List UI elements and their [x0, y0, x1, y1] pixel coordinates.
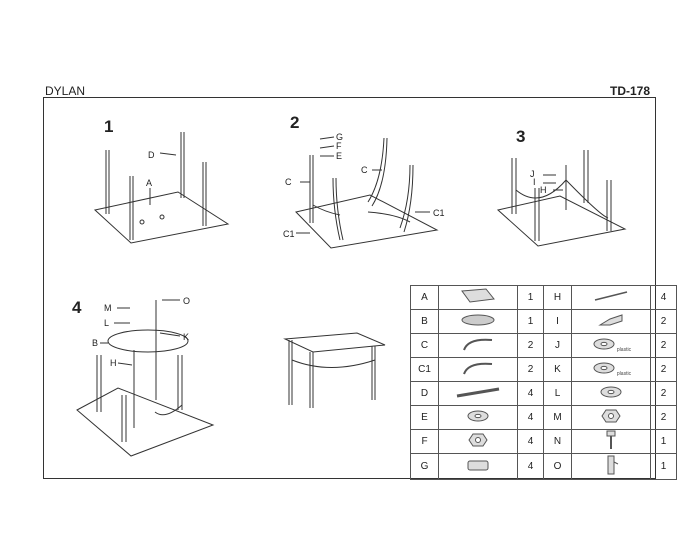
callout-label: F — [336, 141, 342, 151]
product-code: TD-178 — [609, 84, 650, 98]
part-note: plastic — [616, 371, 632, 377]
callout-label: C1 — [433, 208, 445, 218]
part-quantity: 1 — [650, 429, 677, 454]
callout-label: H — [110, 358, 117, 368]
nut-icon — [571, 405, 651, 430]
part-quantity: 4 — [517, 453, 544, 480]
part-letter: M — [543, 405, 572, 430]
callout-label: B — [92, 338, 98, 348]
step-1-diagram — [93, 132, 230, 244]
part-letter: K — [543, 357, 572, 382]
foot-cap-icon — [438, 453, 518, 480]
callout-label: O — [183, 296, 190, 306]
nut-icon — [438, 429, 518, 454]
part-letter: I — [543, 309, 572, 334]
part-letter: O — [543, 453, 572, 480]
callout-label: E — [336, 151, 342, 161]
step-2-diagram — [295, 136, 439, 249]
part-quantity: 4 — [517, 405, 544, 430]
shelf-icon — [438, 309, 518, 334]
step-number: 2 — [290, 113, 300, 132]
part-quantity: 1 — [517, 309, 544, 334]
part-quantity: 4 — [517, 381, 544, 406]
part-quantity: 1 — [517, 285, 544, 310]
callout-label: C1 — [283, 229, 295, 239]
connector-icon — [571, 309, 651, 334]
callout-label: A — [146, 178, 152, 188]
part-letter: C1 — [410, 357, 439, 382]
step-number: 3 — [516, 127, 526, 146]
part-letter: B — [410, 309, 439, 334]
part-quantity: 2 — [650, 333, 677, 358]
bolt-icon — [571, 429, 651, 454]
part-letter: C — [410, 333, 439, 358]
washer-icon: plastic — [571, 357, 651, 382]
part-letter: E — [410, 405, 439, 430]
rod-icon — [571, 285, 651, 310]
part-letter: A — [410, 285, 439, 310]
assembled-table-diagram — [283, 332, 386, 408]
part-quantity: 2 — [517, 333, 544, 358]
part-letter: F — [410, 429, 439, 454]
callout-label: D — [148, 150, 155, 160]
part-quantity: 4 — [650, 285, 677, 310]
hex-key-icon — [571, 453, 651, 480]
callout-label: G — [336, 132, 343, 142]
part-quantity: 1 — [650, 453, 677, 480]
part-letter: G — [410, 453, 439, 480]
callout-label: M — [104, 303, 112, 313]
step-3-diagram — [496, 150, 627, 247]
part-note: plastic — [616, 347, 632, 353]
step-4-diagram — [76, 299, 215, 457]
glass-top-icon — [438, 285, 518, 310]
curved-leg-icon — [438, 333, 518, 358]
step-number: 1 — [104, 117, 114, 136]
part-letter: J — [543, 333, 572, 358]
callout-label: J — [530, 169, 535, 179]
product-name: DYLAN — [45, 84, 86, 98]
part-quantity: 4 — [517, 429, 544, 454]
washer-icon — [571, 381, 651, 406]
part-letter: L — [543, 381, 572, 406]
curved-leg-icon — [438, 357, 518, 382]
callout-label: H — [540, 185, 547, 195]
part-quantity: 2 — [650, 357, 677, 382]
leg-tube-icon — [438, 381, 518, 406]
callout-label: C — [285, 177, 292, 187]
callout-label: I — [533, 177, 536, 187]
part-quantity: 2 — [650, 405, 677, 430]
part-quantity: 2 — [517, 357, 544, 382]
part-quantity: 2 — [650, 309, 677, 334]
callout-label: L — [104, 318, 109, 328]
step-number: 4 — [72, 298, 82, 317]
callout-label: K — [183, 332, 189, 342]
part-quantity: 2 — [650, 381, 677, 406]
washer-icon — [438, 405, 518, 430]
washer-icon: plastic — [571, 333, 651, 358]
part-letter: N — [543, 429, 572, 454]
part-letter: D — [410, 381, 439, 406]
part-letter: H — [543, 285, 572, 310]
callout-label: C — [361, 165, 368, 175]
